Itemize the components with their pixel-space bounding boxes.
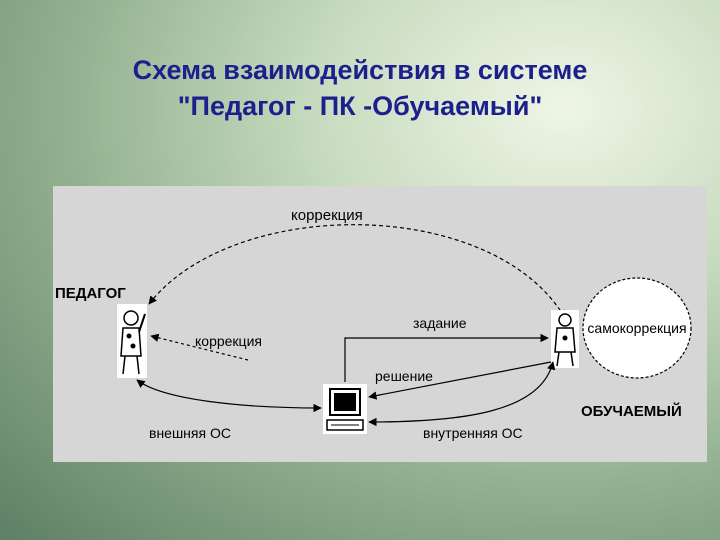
task-label: задание [413, 315, 467, 331]
top-correction-arc [148, 224, 566, 319]
student-label: ОБУЧАЕМЫЙ [581, 402, 682, 420]
self-correction-label: самокоррекция [587, 320, 686, 336]
slide-title-line1: Схема взаимодействия в системе [132, 55, 588, 85]
internal-feedback-arrow [368, 361, 556, 427]
external-feedback-arrow [136, 379, 322, 413]
top-correction-label: коррекция [291, 207, 363, 224]
teacher-label: ПЕДАГОГ [55, 285, 126, 302]
teacher-correction-label: коррекция [195, 333, 262, 349]
external-feedback-label: внешняя ОС [149, 425, 231, 441]
computer-icon [323, 384, 367, 434]
task-arrow [344, 333, 549, 382]
teacher-figure-icon [117, 304, 147, 378]
self-correction-ellipse [582, 277, 692, 379]
teacher-correction-arrow [150, 333, 249, 361]
internal-feedback-label: внутренняя ОС [423, 425, 523, 441]
slide-title-line2: "Педагог - ПК -Обучаемый" [177, 91, 543, 121]
student-figure-icon [551, 310, 579, 368]
slide-title: Схема взаимодействия в системе "Педагог … [0, 52, 720, 124]
diagram-panel: коррекция ПЕДАГОГ самокоррекция ОБУЧАЕМЫ… [53, 186, 707, 462]
solution-label: решение [375, 368, 433, 384]
interaction-diagram: коррекция ПЕДАГОГ самокоррекция ОБУЧАЕМЫ… [55, 207, 692, 441]
